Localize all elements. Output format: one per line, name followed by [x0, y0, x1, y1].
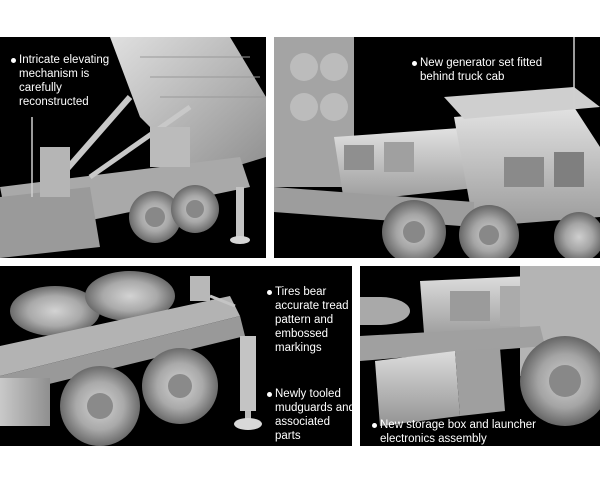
bullet-icon: [267, 392, 272, 397]
panel-elevating-mechanism: Intricate elevating mechanism is careful…: [0, 37, 266, 258]
caption-tires: Tires bear accurate tread pattern and em…: [267, 285, 352, 355]
tires-mudguards-render: [0, 271, 262, 446]
panel-generator-set: New generator set fitted behind truck ca…: [274, 37, 600, 258]
caption-text: New generator set fitted behind truck ca…: [420, 57, 543, 83]
storage-box-render: [360, 266, 600, 426]
caption-text: Tires bear accurate tread pattern and em…: [275, 286, 349, 354]
generator-set-render: [274, 37, 600, 258]
caption-text: Newly tooled mudguards and associated pa…: [275, 388, 352, 442]
caption-storage-box: New storage box and launcher electronics…: [372, 418, 580, 446]
bullet-icon: [412, 61, 417, 66]
panel-tires-mudguards: Tires bear accurate tread pattern and em…: [0, 266, 352, 446]
caption-elevating-mechanism: Intricate elevating mechanism is careful…: [11, 53, 111, 109]
caption-mudguards: Newly tooled mudguards and associated pa…: [267, 387, 352, 443]
caption-generator-set: New generator set fitted behind truck ca…: [412, 56, 548, 84]
bullet-icon: [372, 423, 377, 428]
elevating-mechanism-render: [0, 37, 266, 258]
bullet-icon: [11, 58, 16, 63]
bullet-icon: [267, 290, 272, 295]
panel-storage-box: New storage box and launcher electronics…: [360, 266, 600, 446]
caption-text: Intricate elevating mechanism is careful…: [19, 54, 110, 108]
caption-text: New storage box and launcher electronics…: [380, 419, 536, 445]
